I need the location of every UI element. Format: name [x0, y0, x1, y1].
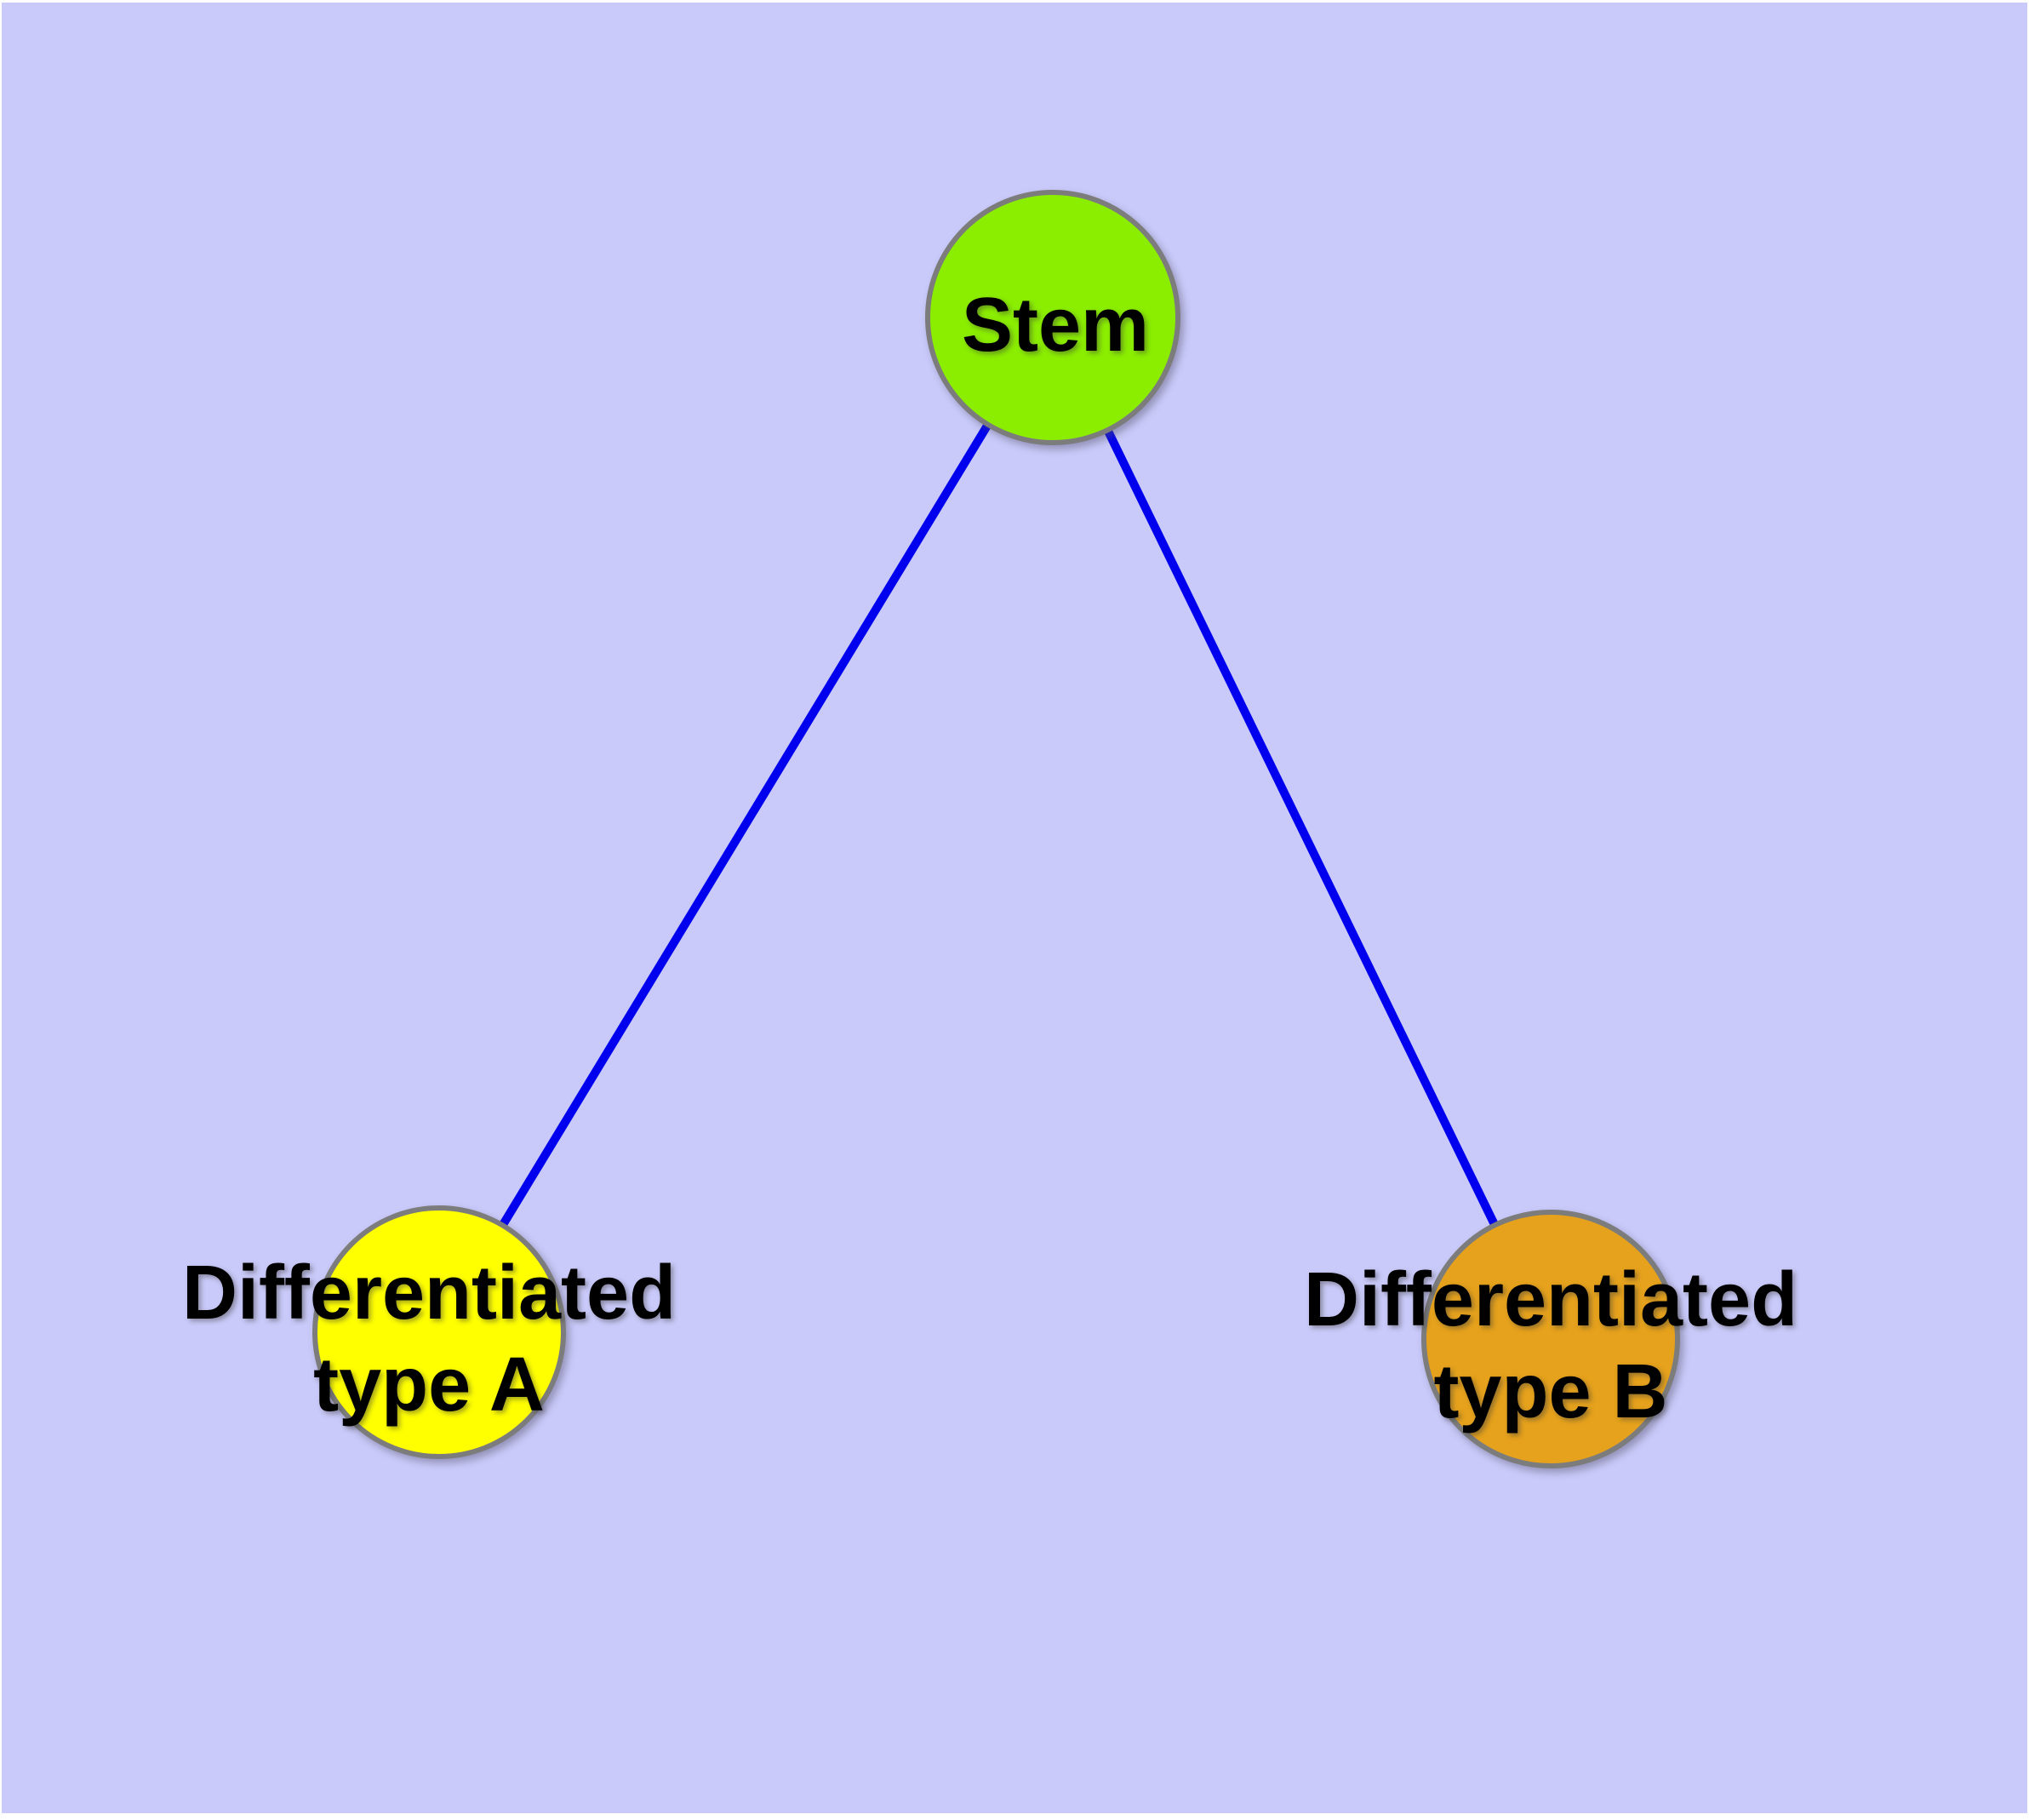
edge-stem-to-type-b [1049, 313, 1554, 1342]
edge-stem-to-type-a [434, 313, 1057, 1336]
node-stem [925, 190, 1180, 445]
node-type-a-label-line1: Differentiated [181, 1251, 677, 1336]
node-type-a-label-line2: type A [313, 1342, 545, 1428]
node-type-a-label: Differentiated type A [182, 1247, 676, 1431]
node-differentiated-type-a [312, 1205, 566, 1459]
node-stem-label-text: Stem [961, 283, 1150, 368]
node-type-b-label: Differentiated type B [1304, 1254, 1798, 1438]
diagram-canvas: Stem Differentiated type A Differentiate… [2, 3, 2027, 1813]
node-type-b-label-line2: type B [1433, 1349, 1668, 1434]
node-type-b-label-line1: Differentiated [1303, 1257, 1798, 1342]
node-differentiated-type-b [1421, 1210, 1680, 1468]
node-stem-label: Stem [962, 279, 1149, 371]
edge-layer [434, 313, 1554, 1342]
